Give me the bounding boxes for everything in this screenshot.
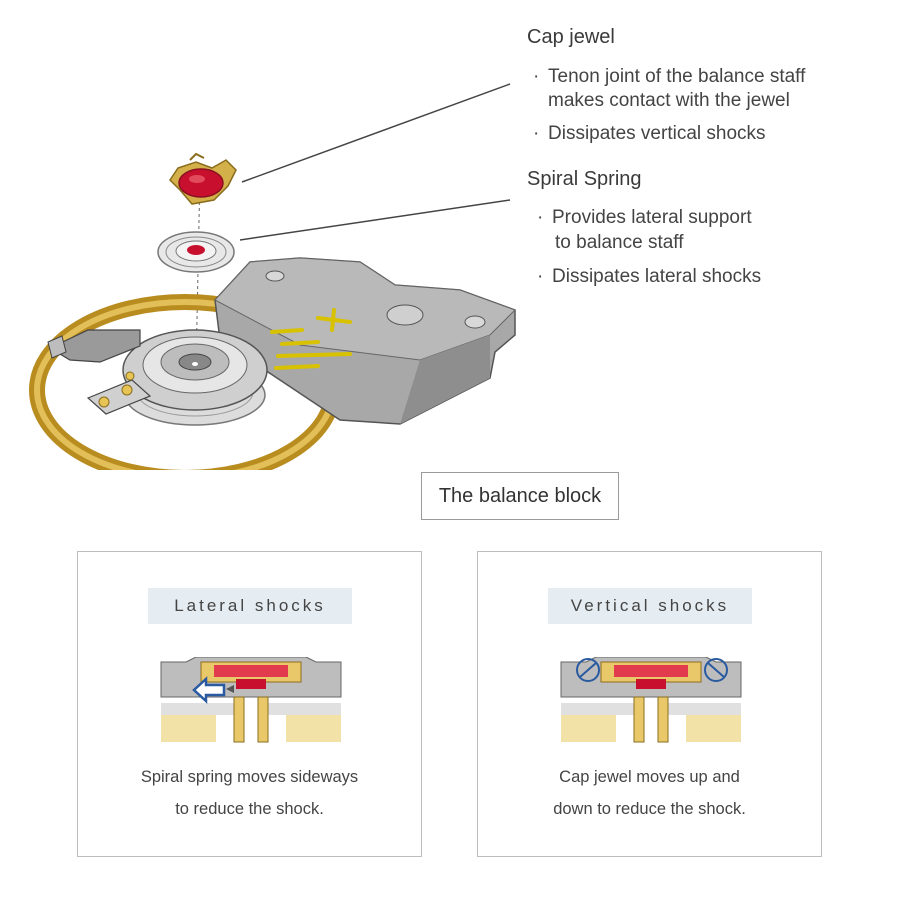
cap-jewel-part (169, 152, 237, 205)
spiral-spring-bullet-1a: Provides lateral support (552, 207, 752, 228)
cap-jewel-bullet-1a: Tenon joint of the balance staff (548, 66, 806, 87)
lateral-shocks-label: Lateral shocks (148, 588, 352, 624)
lateral-shocks-panel: Lateral shocks Spiral spring moves sidew… (77, 551, 422, 857)
cap-jewel-bullet-1b: makes contact with the jewel (548, 90, 790, 111)
spiral-spring-bullet-1b: to balance staff (555, 232, 684, 253)
balance-bridge-plate (214, 257, 516, 425)
hairspring-assembly (47, 329, 268, 426)
vertical-shock-diagram (560, 657, 742, 743)
lateral-shocks-text-1: Spiral spring moves sideways (140, 768, 359, 786)
cap-jewel-bullet-2: Dissipates vertical shocks (548, 123, 766, 144)
vertical-contact-circle-right-icon (704, 658, 728, 682)
cap-jewel-bullet-mark-1: · (533, 66, 539, 87)
vertical-shocks-panel: Vertical shocks Cap jewel moves up and d… (477, 551, 822, 857)
lateral-shock-diagram (160, 657, 342, 743)
spiral-spring-title: Spiral Spring (527, 168, 642, 190)
balance-block-caption: The balance block (421, 472, 619, 520)
spiral-spring-bullet-mark-2: · (537, 266, 543, 287)
cap-jewel-title: Cap jewel (527, 26, 615, 48)
cap-jewel-bullet-mark-2: · (533, 123, 539, 144)
spiral-spring-bullet-2: Dissipates lateral shocks (552, 266, 761, 287)
spiral-spring-bullet-mark-1: · (537, 207, 543, 228)
vertical-contact-circle-left-icon (576, 658, 600, 682)
vertical-shocks-text-2: down to reduce the shock. (553, 800, 746, 818)
vertical-shocks-text-1: Cap jewel moves up and (559, 768, 740, 786)
spiral-spring-leader-line (239, 199, 511, 241)
balance-block-illustration: Cap jewel · Tenon joint of the balance s… (29, 26, 806, 470)
cap-jewel-leader-line (241, 83, 511, 183)
spiral-spring-part (157, 231, 235, 273)
lateral-arrow-icon (192, 676, 226, 704)
vertical-shocks-label: Vertical shocks (548, 588, 752, 624)
lateral-shocks-text-2: to reduce the shock. (175, 800, 324, 818)
